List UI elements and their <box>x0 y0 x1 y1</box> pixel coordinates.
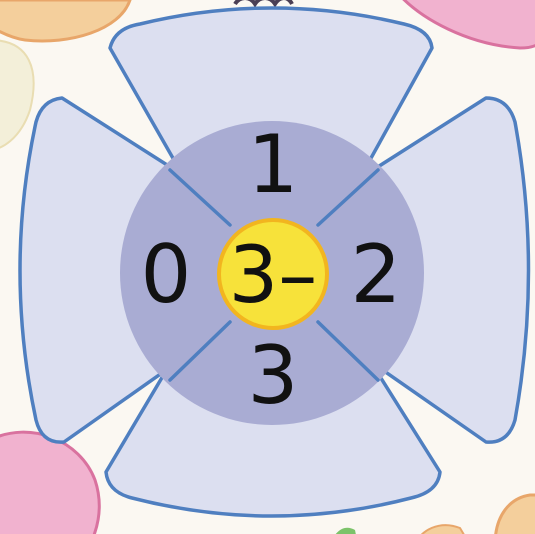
cream-blob-left <box>0 40 34 150</box>
petal-number-top: 1 <box>248 118 299 211</box>
green-stem-tip <box>330 528 358 534</box>
dark-squiggle-top <box>235 0 292 4</box>
center-label: 3– <box>229 231 318 321</box>
petal-number-bottom: 3 <box>248 329 299 422</box>
petal-number-left: 0 <box>141 228 192 321</box>
orange-shape-bottom <box>415 525 470 534</box>
petal-number-right: 2 <box>351 228 402 321</box>
orange-blob-bottom-right <box>495 495 535 534</box>
orange-leaf-top-left <box>0 0 130 41</box>
pink-blob-bottom-left <box>0 432 99 534</box>
